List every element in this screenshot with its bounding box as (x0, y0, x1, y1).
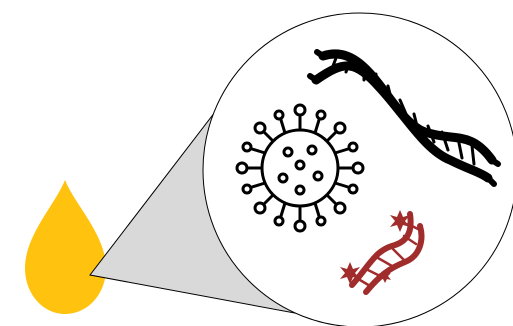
droplet-icon (25, 180, 106, 314)
virus-icon (237, 105, 363, 231)
